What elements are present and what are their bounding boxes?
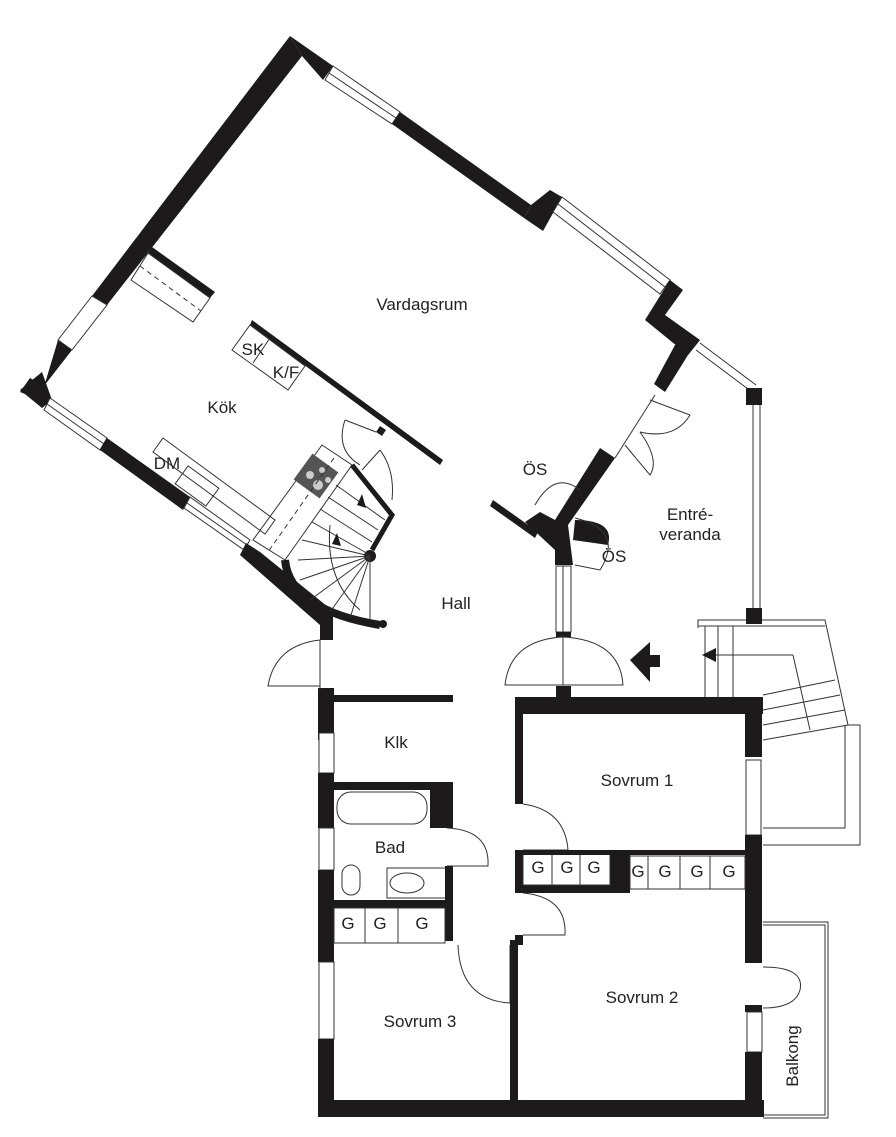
fixture-label-kf: K/F <box>272 363 300 382</box>
wall <box>240 543 333 640</box>
balcony <box>763 921 829 1119</box>
fixture-label-sk: SK <box>241 340 265 359</box>
room-label-sovrum1: Sovrum 1 <box>600 771 674 790</box>
room-label-sovrum2: Sovrum 2 <box>605 988 679 1007</box>
wardrobe-label: G <box>560 858 574 877</box>
wall <box>20 372 52 408</box>
window <box>746 1011 763 1053</box>
wall <box>290 36 333 80</box>
wall <box>515 697 763 714</box>
window <box>318 827 335 871</box>
sink <box>389 872 425 894</box>
wardrobe-label: G <box>658 862 672 881</box>
window <box>318 961 335 1040</box>
window <box>745 759 762 836</box>
stove <box>293 453 339 499</box>
wall <box>250 320 443 465</box>
wall <box>100 438 190 510</box>
room-label-sovrum3: Sovrum 3 <box>383 1012 457 1031</box>
wall <box>376 426 386 436</box>
room-label-klk: Klk <box>384 733 408 752</box>
entre-line-2: veranda <box>659 525 721 544</box>
entry-door <box>504 636 624 686</box>
bathtub <box>336 791 428 825</box>
wardrobe-label: G <box>722 862 736 881</box>
wall <box>392 112 531 218</box>
room-label-bad: Bad <box>374 838 406 857</box>
wall <box>318 1100 764 1117</box>
wall <box>92 36 302 305</box>
wall <box>318 688 334 740</box>
wall <box>148 247 215 298</box>
sink <box>174 465 220 507</box>
wall <box>524 190 562 231</box>
outdoor-stairs <box>697 619 861 846</box>
wall <box>490 500 538 538</box>
wardrobe-label: G <box>631 862 645 881</box>
entrance-arrow-icon <box>630 642 660 682</box>
fixture-label-os-top: ÖS <box>522 460 548 479</box>
wardrobe-label: G <box>531 858 545 877</box>
wardrobe-label: G <box>587 858 601 877</box>
wall <box>525 448 615 565</box>
wardrobe-label: G <box>415 914 429 933</box>
window <box>57 295 108 351</box>
wardrobe-label: G <box>373 914 387 933</box>
column <box>746 388 762 405</box>
fixture-label-dm: DM <box>153 454 181 473</box>
wardrobe-label: G <box>341 914 355 933</box>
wall <box>654 340 700 392</box>
room-label-entreveranda: Entré- veranda <box>659 505 720 545</box>
room-label-balkong: Balkong <box>783 1025 802 1087</box>
window <box>318 732 335 774</box>
entre-line-1: Entré- <box>666 505 714 524</box>
toilet <box>341 864 361 896</box>
wardrobe-label: G <box>690 862 704 881</box>
room-label-vardagsrum: Vardagsrum <box>376 295 468 314</box>
wall <box>645 280 700 355</box>
room-label-kok: Kök <box>207 398 237 417</box>
room-label-hall: Hall <box>441 594 471 613</box>
fixture-label-os-bottom: ÖS <box>601 547 627 566</box>
